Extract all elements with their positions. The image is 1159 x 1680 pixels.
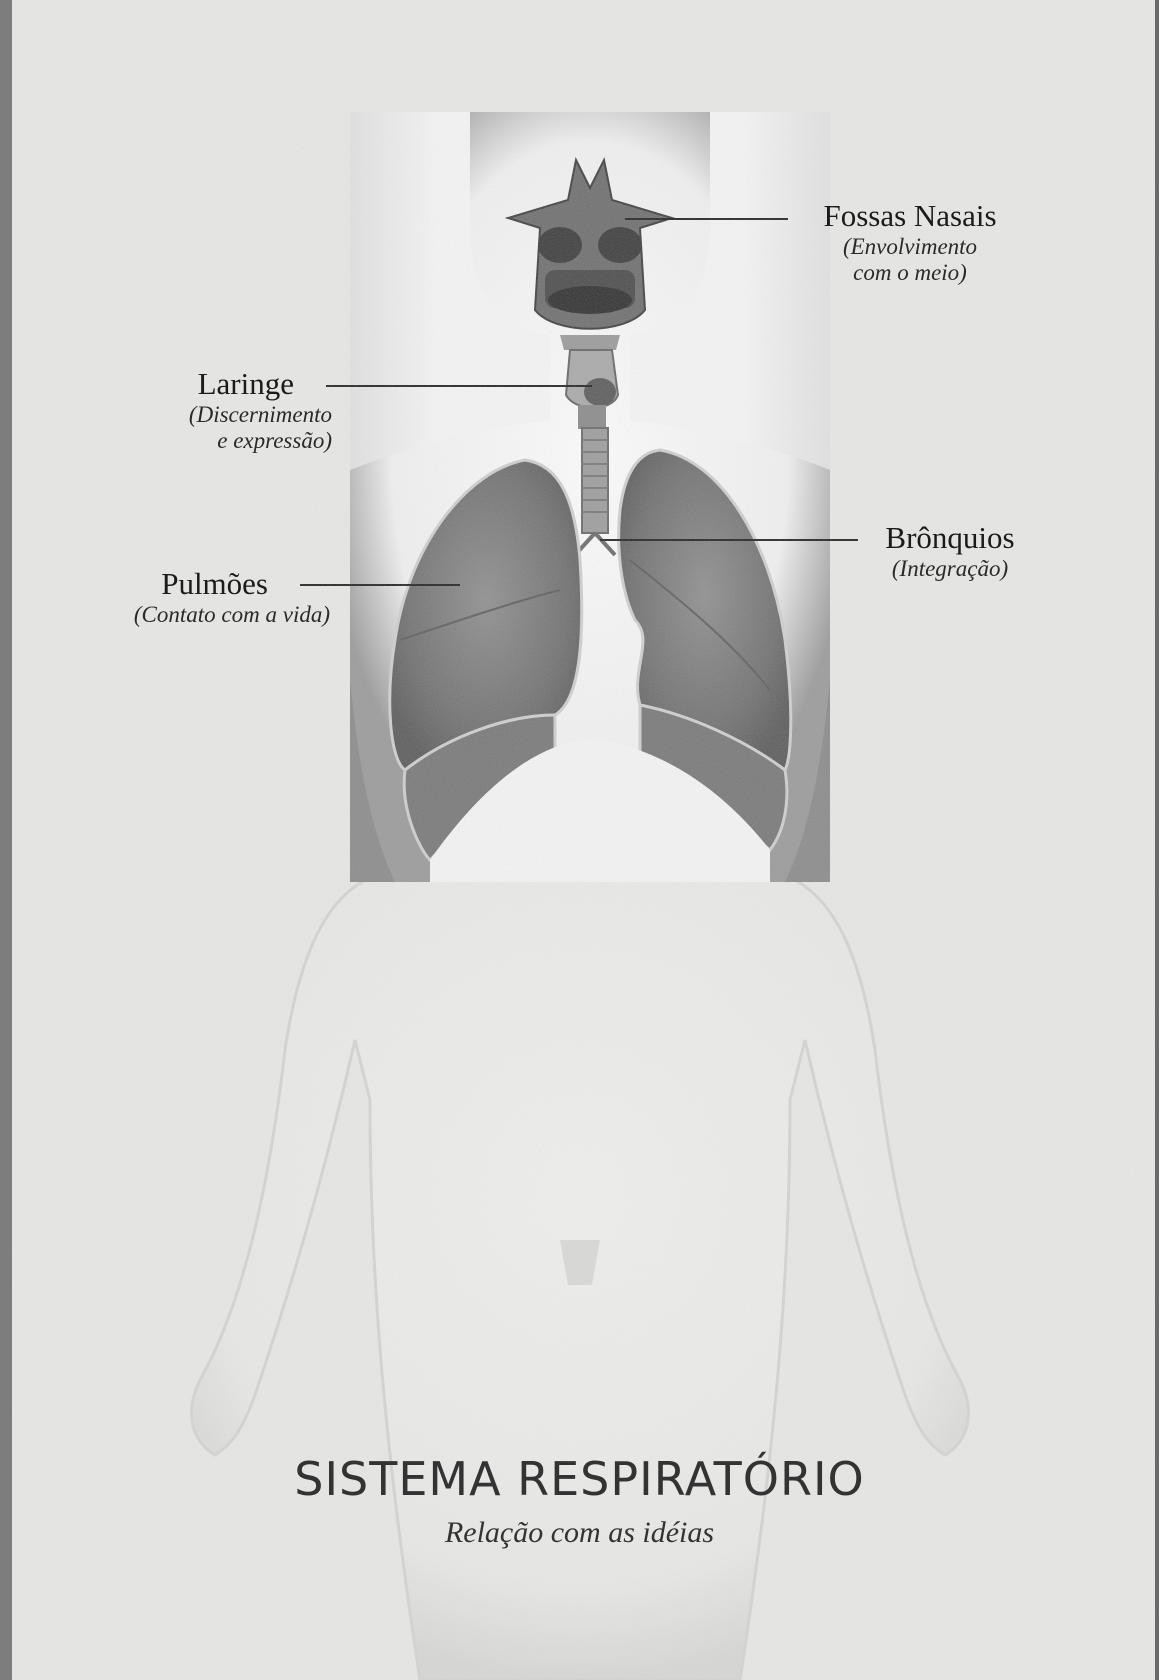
label-laringe-desc-1: (Discernimento xyxy=(100,402,332,428)
label-fossas-nasais-desc-2: com o meio) xyxy=(805,260,1015,286)
page-edge-left xyxy=(0,0,12,1680)
label-fossas-nasais: Fossas Nasais (Envolvimento com o meio) xyxy=(805,198,1015,287)
label-bronquios: Brônquios (Integração) xyxy=(860,520,1040,582)
label-laringe-name: Laringe xyxy=(100,366,332,402)
label-pulmoes-name: Pulmões xyxy=(60,566,330,602)
diagram-subtitle: Relação com as idéias xyxy=(0,1516,1159,1550)
label-laringe-desc-2: e expressão) xyxy=(100,428,332,454)
label-pulmoes: Pulmões (Contato com a vida) xyxy=(60,566,330,628)
label-fossas-nasais-name: Fossas Nasais xyxy=(805,198,1015,234)
label-bronquios-name: Brônquios xyxy=(860,520,1040,556)
page-edge-right xyxy=(1155,0,1159,1680)
label-pulmoes-desc: (Contato com a vida) xyxy=(60,602,330,628)
diagram-title: SISTEMA RESPIRATÓRIO xyxy=(0,1452,1159,1506)
label-laringe: Laringe (Discernimento e expressão) xyxy=(100,366,332,455)
label-fossas-nasais-desc-1: (Envolvimento xyxy=(805,234,1015,260)
label-bronquios-desc: (Integração) xyxy=(860,556,1040,582)
